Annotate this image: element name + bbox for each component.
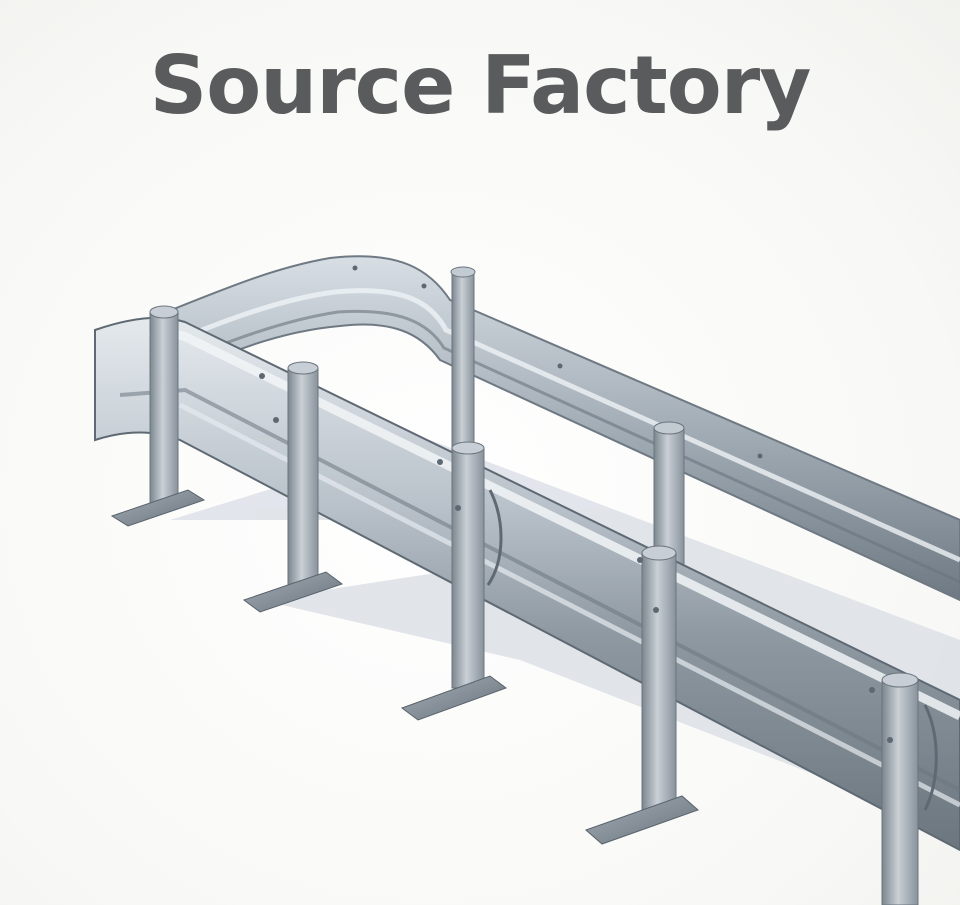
back-posts xyxy=(450,266,685,569)
front-posts xyxy=(110,305,919,905)
headline-text: Source Factory xyxy=(149,39,812,132)
rail-bolts xyxy=(259,265,893,743)
